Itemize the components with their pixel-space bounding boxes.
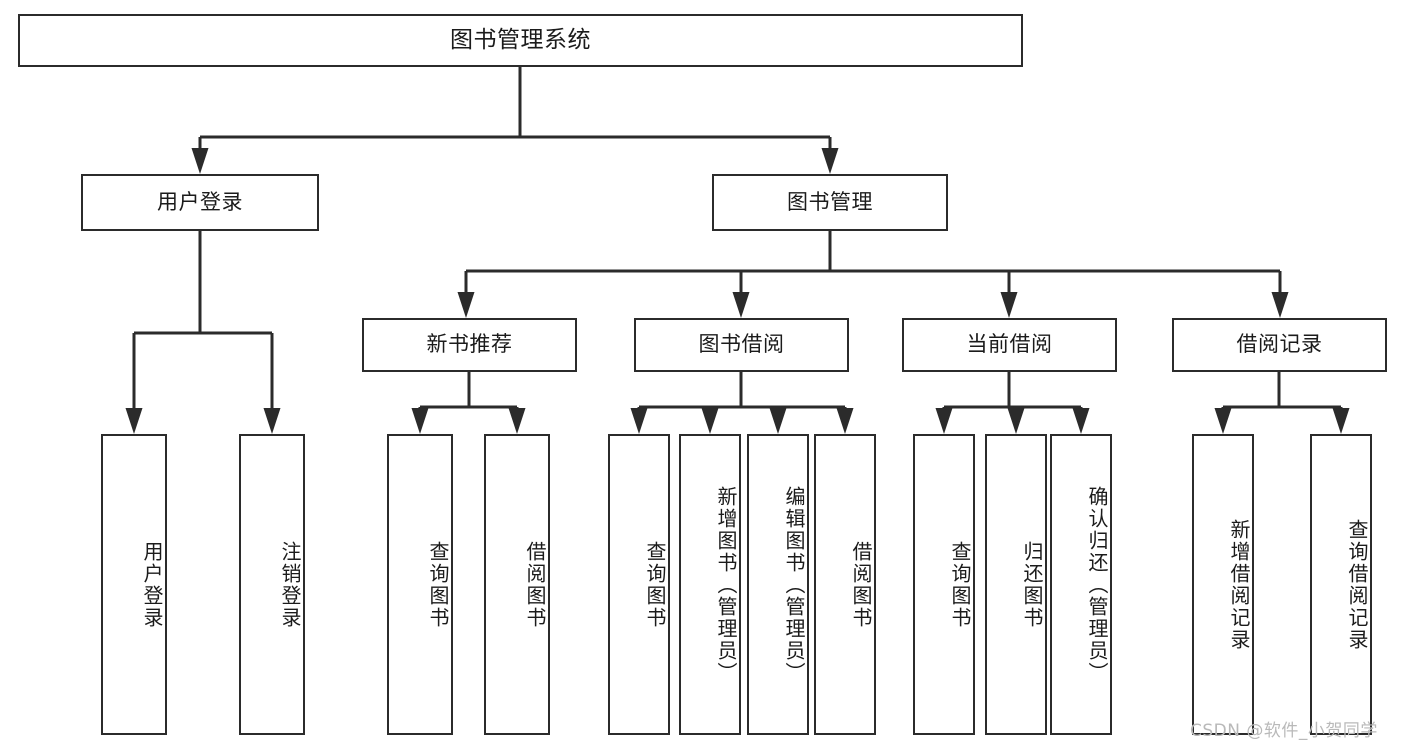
arrowhead-icon [1072, 408, 1090, 434]
node-label: 查询借阅记录 [1345, 518, 1369, 651]
node-label: 用户登录 [157, 189, 243, 214]
node-label: 新增借阅记录 [1227, 518, 1251, 651]
arrowhead-icon [508, 408, 526, 434]
node-label: 归还图书 [1020, 540, 1044, 629]
node-leaf-confirm-return[interactable]: 确认归还（管理员） [1050, 434, 1112, 735]
node-book-borrow[interactable]: 图书借阅 [634, 318, 849, 372]
node-leaf-query-book-2[interactable]: 查询图书 [608, 434, 670, 735]
arrowhead-icon [701, 408, 719, 434]
arrowhead-icon [263, 408, 281, 434]
node-new-book-recommend[interactable]: 新书推荐 [362, 318, 577, 372]
node-label: 确认归还（管理员） [1085, 485, 1109, 684]
arrowhead-icon [630, 408, 648, 434]
arrowhead-icon [1271, 292, 1289, 318]
node-label: 图书管理 [787, 189, 873, 214]
arrowhead-icon [935, 408, 953, 434]
node-label: 借阅记录 [1236, 332, 1323, 357]
node-leaf-borrow-book-2[interactable]: 借阅图书 [814, 434, 876, 735]
node-label: 查询图书 [426, 540, 450, 629]
node-leaf-logout[interactable]: 注销登录 [239, 434, 305, 735]
node-label: 查询图书 [948, 540, 972, 629]
arrowhead-icon [732, 292, 750, 318]
node-root[interactable]: 图书管理系统 [18, 14, 1023, 67]
node-label: 注销登录 [278, 540, 302, 629]
arrowhead-icon [821, 148, 839, 174]
node-label: 借阅图书 [849, 540, 873, 629]
node-current-borrow[interactable]: 当前借阅 [902, 318, 1117, 372]
node-label: 新书推荐 [426, 332, 513, 357]
node-leaf-add-record[interactable]: 新增借阅记录 [1192, 434, 1254, 735]
arrowhead-icon [1332, 408, 1350, 434]
arrowhead-icon [457, 292, 475, 318]
arrowhead-icon [836, 408, 854, 434]
arrowhead-icon [191, 148, 209, 174]
arrowhead-icon [125, 408, 143, 434]
node-label: 图书管理系统 [450, 27, 591, 54]
node-label: 编辑图书（管理员） [782, 485, 806, 684]
node-leaf-query-book-3[interactable]: 查询图书 [913, 434, 975, 735]
arrowhead-icon [1214, 408, 1232, 434]
node-leaf-add-book[interactable]: 新增图书（管理员） [679, 434, 741, 735]
node-leaf-edit-book[interactable]: 编辑图书（管理员） [747, 434, 809, 735]
node-label: 新增图书（管理员） [714, 485, 738, 684]
node-leaf-user-login[interactable]: 用户登录 [101, 434, 167, 735]
node-leaf-query-book-1[interactable]: 查询图书 [387, 434, 453, 735]
arrowhead-icon [1000, 292, 1018, 318]
arrowhead-icon [769, 408, 787, 434]
node-leaf-return-book[interactable]: 归还图书 [985, 434, 1047, 735]
node-label: 借阅图书 [523, 540, 547, 629]
node-label: 图书借阅 [698, 332, 785, 357]
node-leaf-borrow-book-1[interactable]: 借阅图书 [484, 434, 550, 735]
node-label: 当前借阅 [966, 332, 1053, 357]
node-leaf-query-record[interactable]: 查询借阅记录 [1310, 434, 1372, 735]
arrowhead-icon [1007, 408, 1025, 434]
watermark-text: CSDN @软件_小贺同学 [1190, 721, 1378, 741]
node-label: 用户登录 [140, 540, 164, 629]
node-borrow-record[interactable]: 借阅记录 [1172, 318, 1387, 372]
arrowhead-icon [411, 408, 429, 434]
node-user-login[interactable]: 用户登录 [81, 174, 319, 231]
node-book-manage[interactable]: 图书管理 [712, 174, 948, 231]
node-label: 查询图书 [643, 540, 667, 629]
